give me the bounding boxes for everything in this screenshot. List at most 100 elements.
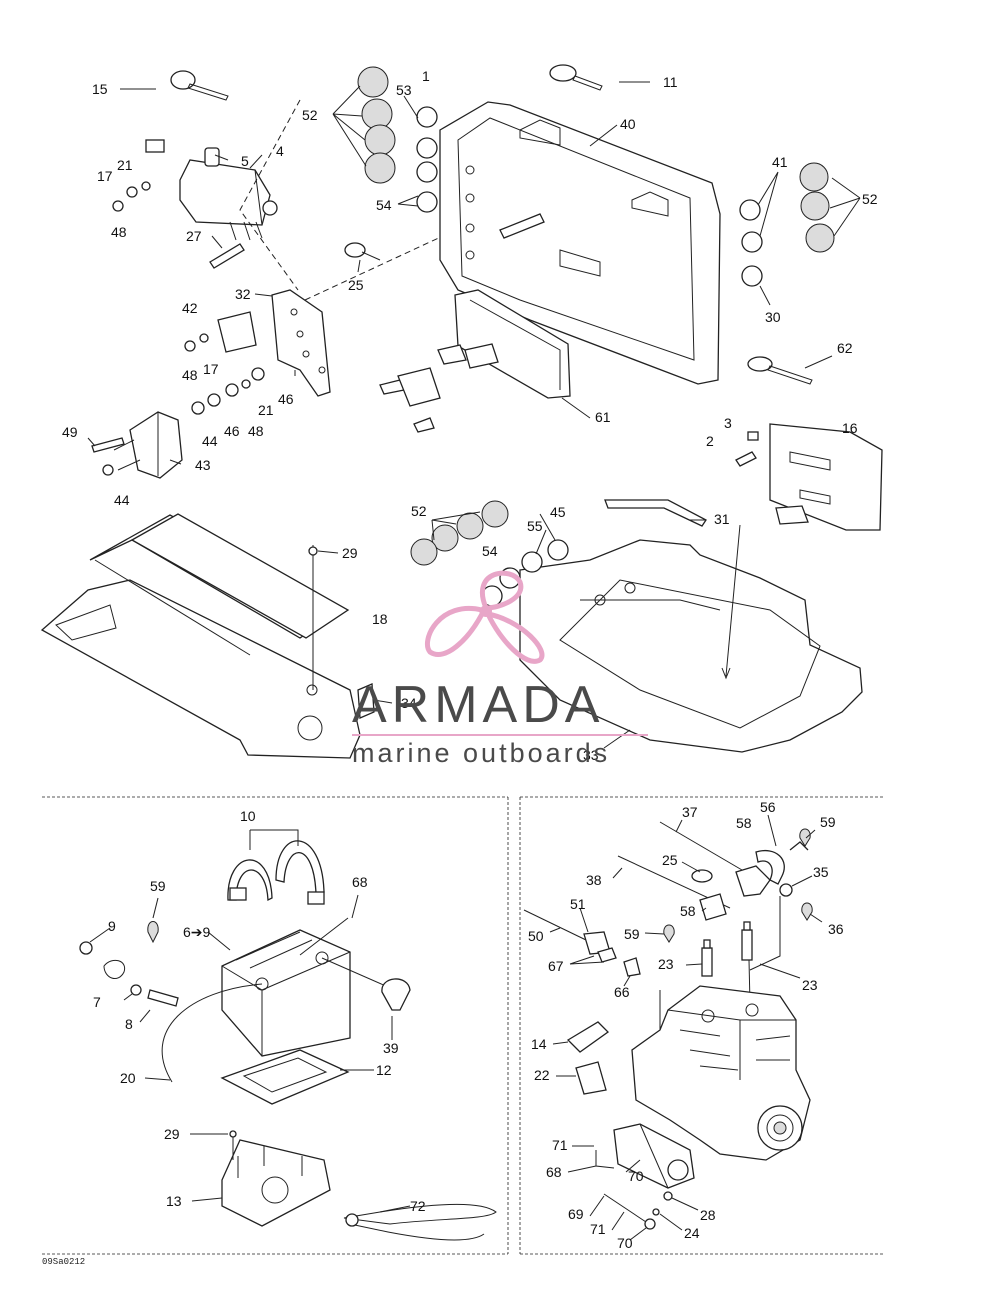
callout-59-c: 59 — [624, 926, 640, 942]
callout-4: 4 — [276, 143, 284, 159]
propeller-logo — [424, 570, 545, 664]
callout-24: 24 — [684, 1225, 700, 1241]
clip-22 — [575, 1061, 607, 1095]
washer-7 — [130, 984, 142, 996]
callout-38: 38 — [586, 872, 602, 888]
callout-68-a: 68 — [352, 874, 368, 890]
callout-69: 69 — [568, 1206, 584, 1222]
callout-3: 3 — [724, 415, 732, 431]
terminal-cover — [103, 959, 126, 980]
callout-21-a: 21 — [117, 157, 133, 173]
grommets-52-right — [799, 162, 835, 253]
callout-35: 35 — [813, 864, 829, 880]
callout-17-a: 17 — [97, 168, 113, 184]
zip-tie-11 — [549, 64, 603, 91]
callout-25-a: 25 — [348, 277, 364, 293]
nut-44a — [102, 464, 114, 476]
callout-8: 8 — [125, 1016, 133, 1032]
bottom-right-leaders — [549, 814, 823, 1241]
callout-52-c: 52 — [411, 503, 427, 519]
zip-tie-62 — [747, 356, 813, 385]
callout-41: 41 — [772, 154, 788, 170]
callout-18: 18 — [372, 611, 388, 627]
grommets-52-lower — [410, 500, 509, 566]
callout-13: 13 — [166, 1193, 182, 1209]
top-leaders — [87, 81, 861, 749]
box-42 — [217, 311, 257, 353]
bolt-8 — [147, 989, 179, 1007]
routing-arrow-head — [721, 667, 731, 680]
bracket-32 — [271, 289, 331, 397]
watermark-tagline: marine outboards — [352, 738, 610, 768]
callout-20: 20 — [120, 1070, 136, 1086]
nut-48b — [184, 340, 196, 352]
callout-1: 1 — [422, 68, 430, 84]
cable-71-a — [595, 1150, 615, 1169]
routing-line-a — [239, 99, 301, 291]
washer-21a — [141, 181, 151, 191]
callout-56: 56 — [760, 799, 776, 815]
tray-33 — [519, 539, 863, 753]
screw-2 — [735, 451, 757, 467]
callout-21-b: 21 — [258, 402, 274, 418]
washer-17a — [126, 186, 138, 198]
routing-line-b — [304, 234, 446, 301]
relay-4 — [145, 139, 278, 241]
callout-52-b: 52 — [862, 191, 878, 207]
connector-67 — [597, 947, 617, 963]
callout-70-b: 70 — [617, 1235, 633, 1251]
bottom-right-callouts: 37 56 58 59 25 35 38 58 51 36 50 59 23 6… — [528, 799, 844, 1251]
cap-39 — [381, 978, 411, 1011]
callout-59-b: 59 — [820, 814, 836, 830]
terminal-70-b — [644, 1218, 656, 1230]
tray-pad-12 — [220, 1049, 350, 1105]
callout-62: 62 — [837, 340, 853, 356]
callout-68-b: 68 — [546, 1164, 562, 1180]
grommets-41-30 — [739, 199, 763, 287]
callout-7: 7 — [93, 994, 101, 1010]
callout-54-b: 54 — [482, 543, 498, 559]
callout-44-b: 44 — [114, 492, 130, 508]
propeller-hub — [480, 605, 492, 617]
terminal-66 — [623, 957, 641, 977]
elbow-56 — [755, 850, 785, 885]
module-16 — [769, 423, 883, 531]
callout-61: 61 — [595, 409, 611, 425]
callout-59-a: 59 — [150, 878, 166, 894]
callout-52-a: 52 — [302, 107, 318, 123]
callout-49: 49 — [62, 424, 78, 440]
callout-32: 32 — [235, 286, 251, 302]
callout-36: 36 — [828, 921, 844, 937]
engine-block — [631, 985, 811, 1161]
fuse-panel-61 — [379, 289, 571, 433]
wire-37 — [659, 821, 743, 871]
panel-frames — [42, 796, 884, 1255]
callout-48-c: 48 — [248, 423, 264, 439]
callout-58-a: 58 — [736, 815, 752, 831]
bottom-left-leaders — [89, 829, 411, 1213]
cap-59-left — [147, 921, 159, 944]
zip-tie-25b — [691, 869, 713, 883]
callout-23-a: 23 — [658, 956, 674, 972]
callout-51: 51 — [570, 896, 586, 912]
callout-54-a: 54 — [376, 197, 392, 213]
cap-59-b — [799, 828, 811, 847]
callout-72: 72 — [410, 1198, 426, 1214]
starter-70 — [613, 1123, 695, 1189]
battery-assembly — [79, 840, 497, 1241]
callout-11: 11 — [663, 74, 678, 90]
zip-tie-15 — [170, 70, 229, 101]
callout-37: 37 — [682, 804, 698, 820]
callout-48-a: 48 — [111, 224, 127, 240]
routing-arrow — [725, 524, 741, 677]
spark-plug-23-a — [701, 939, 713, 977]
cable-20 — [161, 983, 263, 1083]
solenoid-43 — [113, 411, 183, 479]
callout-45: 45 — [550, 504, 566, 520]
washer-21b — [241, 379, 251, 389]
callout-70-a: 70 — [628, 1168, 644, 1184]
callout-22: 22 — [534, 1067, 550, 1083]
callout-42: 42 — [182, 300, 198, 316]
bracket-34 — [357, 683, 375, 719]
